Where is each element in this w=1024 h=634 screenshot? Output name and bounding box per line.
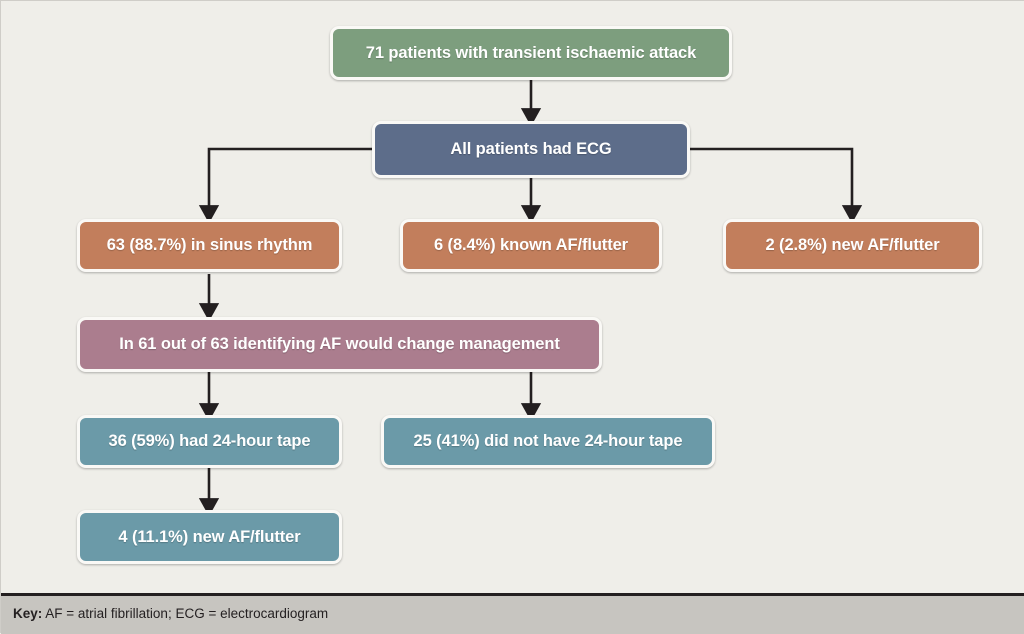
connector-ecg-to-new-af	[690, 147, 863, 224]
node-change-management: In 61 out of 63 identifying AF would cha…	[77, 317, 602, 372]
figure-key-label: Key:	[13, 606, 43, 621]
node-no-tape: 25 (41%) did not have 24-hour tape	[381, 415, 715, 468]
flowchart-canvas: 71 patients with transient ischaemic att…	[1, 1, 1024, 593]
figure-key-definitions: AF = atrial fibrillation; ECG = electroc…	[42, 606, 329, 621]
connector-ecg-to-sinus	[198, 147, 372, 224]
node-new-af-tape: 4 (11.1%) new AF/flutter	[77, 510, 342, 564]
node-all-ecg: All patients had ECG	[372, 121, 690, 178]
node-sinus-rhythm: 63 (88.7%) in sinus rhythm	[77, 219, 342, 272]
node-new-af-ecg: 2 (2.8%) new AF/flutter	[723, 219, 982, 272]
node-known-af: 6 (8.4%) known AF/flutter	[400, 219, 662, 272]
figure-key-text: Key: AF = atrial fibrillation; ECG = ele…	[13, 606, 328, 621]
flowchart-connectors	[198, 80, 863, 517]
figure-key-bar: Key: AF = atrial fibrillation; ECG = ele…	[1, 593, 1024, 634]
node-had-tape: 36 (59%) had 24-hour tape	[77, 415, 342, 468]
node-tia-patients: 71 patients with transient ischaemic att…	[330, 26, 732, 80]
